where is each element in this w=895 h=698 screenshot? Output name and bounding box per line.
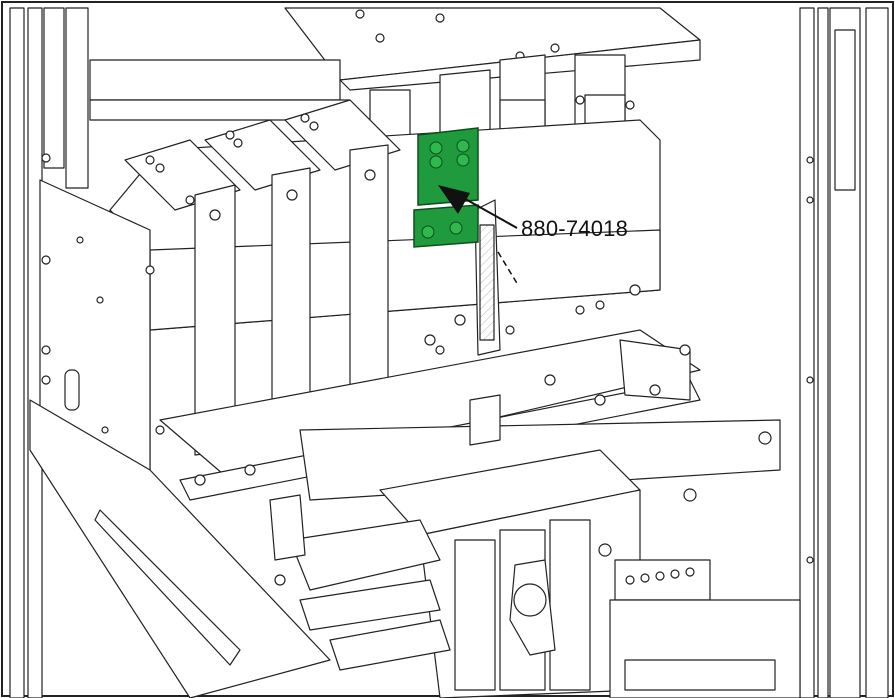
top-busbar-support: [89, 7, 701, 121]
lower-copper-links: [269, 494, 451, 671]
terminal-strip: [609, 559, 801, 698]
part-number-label: 880-74018: [521, 216, 629, 241]
mounting-bolts: [41, 95, 697, 586]
highlighted-part-flange: [413, 204, 479, 248]
lower-busbar-frame: [159, 329, 781, 501]
cabinet-left-frame: [9, 7, 89, 698]
switch-disconnector: [379, 449, 641, 698]
right-connection-strap: [474, 199, 501, 356]
left-side-panel: [29, 179, 331, 698]
cabinet-right-frame: [799, 7, 889, 698]
highlighted-part: [413, 127, 479, 248]
arrow-pointer-icon: [438, 185, 519, 286]
